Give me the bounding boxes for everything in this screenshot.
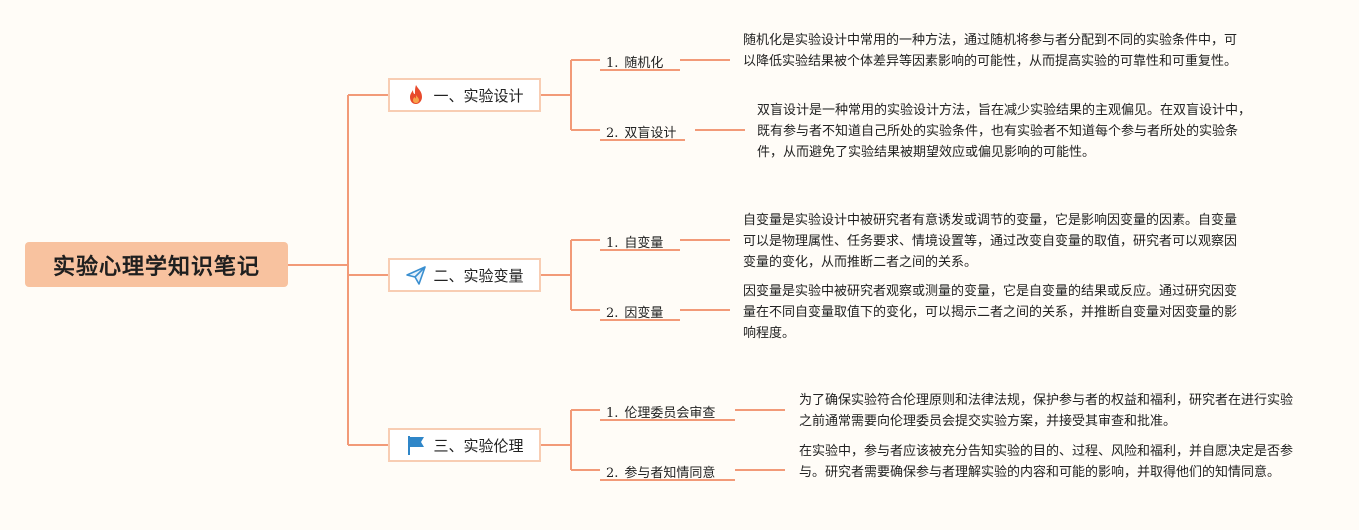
leaf-number: 1. bbox=[606, 406, 619, 421]
leaf-number: 2. bbox=[606, 466, 619, 481]
leaf-description: 为了确保实验符合伦理原则和法律法规，保护参与者的权益和福利，研究者在进行实验之前… bbox=[799, 393, 1294, 429]
leaf-ethics-review[interactable]: 1. 伦理委员会审查 bbox=[606, 402, 715, 421]
leaf-number: 2. bbox=[606, 126, 619, 141]
branch2-connector bbox=[541, 239, 600, 311]
leaf-label: 自变量 bbox=[624, 236, 664, 251]
leaf-double-blind[interactable]: 2. 双盲设计 bbox=[606, 122, 676, 141]
flag-icon bbox=[405, 434, 427, 456]
leaf-dependent-variable[interactable]: 2. 因变量 bbox=[606, 302, 663, 321]
leaf-label: 随机化 bbox=[624, 56, 664, 71]
leaf-number: 2. bbox=[606, 306, 619, 321]
paper-plane-icon bbox=[405, 264, 427, 286]
fire-icon bbox=[405, 84, 427, 106]
branch-experiment-design[interactable]: 一、实验设计 bbox=[388, 78, 541, 112]
branch-label: 二、实验变量 bbox=[433, 266, 524, 285]
leaf-description: 双盲设计是一种常用的实验设计方法，旨在减少实验结果的主观偏见。在双盲设计中，既有… bbox=[757, 103, 1252, 160]
leaf-number: 1. bbox=[606, 56, 619, 71]
leaf-informed-consent[interactable]: 2. 参与者知情同意 bbox=[606, 462, 715, 481]
branch-experiment-ethics[interactable]: 三、实验伦理 bbox=[388, 428, 541, 462]
leaf-description: 在实验中，参与者应该被充分告知实验的目的、过程、风险和福利，并自愿决定是否参与。… bbox=[799, 444, 1294, 480]
branch-label: 三、实验伦理 bbox=[433, 436, 524, 455]
branch-label: 一、实验设计 bbox=[433, 86, 524, 105]
leaf-description: 随机化是实验设计中常用的一种方法，通过随机将参与者分配到不同的实验条件中，可以降… bbox=[743, 33, 1238, 69]
leaf-label: 因变量 bbox=[624, 306, 664, 321]
root-topic[interactable]: 实验心理学知识笔记 bbox=[25, 242, 288, 287]
leaf-label: 参与者知情同意 bbox=[624, 466, 716, 481]
leaf-randomization[interactable]: 1. 随机化 bbox=[606, 52, 663, 71]
root-branch-connector bbox=[288, 94, 388, 446]
branch-experiment-variables[interactable]: 二、实验变量 bbox=[388, 258, 541, 292]
leaf-independent-variable[interactable]: 1. 自变量 bbox=[606, 232, 663, 251]
leaf-number: 1. bbox=[606, 236, 619, 251]
branch1-connector bbox=[541, 59, 600, 131]
branch3-connector bbox=[541, 409, 600, 471]
leaf-description: 自变量是实验设计中被研究者有意诱发或调节的变量，它是影响因变量的因素。自变量可以… bbox=[743, 213, 1238, 270]
leaf-label: 双盲设计 bbox=[624, 126, 677, 141]
leaf-label: 伦理委员会审查 bbox=[624, 406, 716, 421]
leaf-description: 因变量是实验中被研究者观察或测量的变量，它是自变量的结果或反应。通过研究因变量在… bbox=[743, 284, 1238, 341]
